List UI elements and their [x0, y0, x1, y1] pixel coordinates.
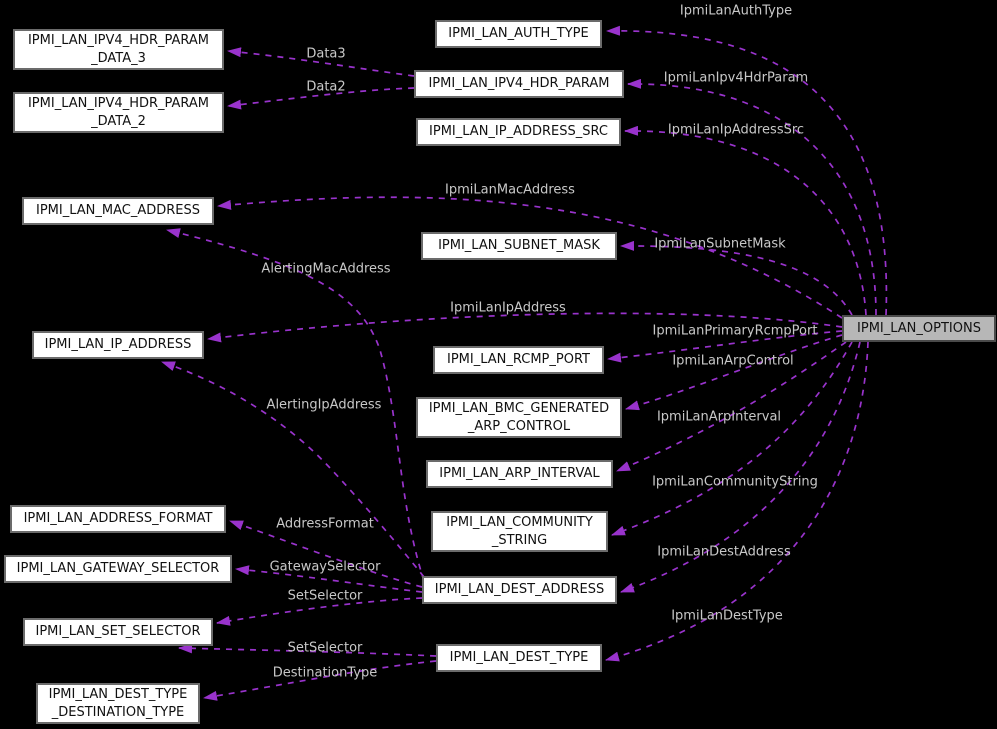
edge-IpmiLanIpv4HdrParam: [627, 78, 877, 316]
edge-label-IpmiLanAuthType: IpmiLanAuthType: [679, 3, 793, 19]
class-node-ipmi-lan-subnet-mask[interactable]: IPMI_LAN_SUBNET_MASK: [421, 232, 617, 260]
class-node-ipmi-lan-dest-type-destination-type[interactable]: IPMI_LAN_DEST_TYPE _DESTINATION_TYPE: [36, 683, 200, 724]
class-node-label: IPMI_LAN_IPV4_HDR_PARAM: [27, 95, 210, 111]
class-node-ipmi-lan-bmc-generated-arp-control[interactable]: IPMI_LAN_BMC_GENERATED _ARP_CONTROL: [416, 397, 622, 438]
edge-DestinationType: [203, 660, 437, 701]
class-node-label: _DATA_3: [91, 50, 146, 66]
class-node-ipmi-lan-ip-address[interactable]: IPMI_LAN_IP_ADDRESS: [32, 331, 204, 359]
edge-IpmiLanDestType: [605, 341, 869, 662]
edge-IpmiLanSubnetMask: [620, 240, 853, 316]
edge-label-IpmiLanDestType: IpmiLanDestType: [671, 608, 783, 624]
class-node-label: IPMI_LAN_AUTH_TYPE: [448, 26, 589, 41]
edge-IpmiLanArpControl: [625, 334, 843, 411]
edge-AlertingIpAddress: [161, 361, 425, 578]
class-node-ipmi-lan-community-string[interactable]: IPMI_LAN_COMMUNITY _STRING: [431, 511, 608, 552]
edge-IpmiLanPrimaryRcmpPort: [607, 330, 843, 363]
class-node-label: _STRING: [491, 532, 548, 548]
class-node-label: IPMI_LAN_ARP_INTERVAL: [439, 466, 600, 481]
edge-IpmiLanIpAddress: [207, 312, 843, 343]
edge-IpmiLanArpInterval: [616, 341, 847, 472]
class-node-label: IPMI_LAN_DEST_TYPE: [449, 650, 589, 665]
edge-label-IpmiLanIpAddressSrc: IpmiLanIpAddressSrc: [667, 122, 805, 138]
edge-label-SetSelector: SetSelector: [287, 640, 363, 656]
class-node-ipmi-lan-dest-address[interactable]: IPMI_LAN_DEST_ADDRESS: [422, 576, 617, 604]
class-node-ipmi-lan-ipv4-hdr-param-data-3[interactable]: IPMI_LAN_IPV4_HDR_PARAM _DATA_3: [13, 29, 224, 70]
class-node-ipmi-lan-gateway-selector[interactable]: IPMI_LAN_GATEWAY_SELECTOR: [4, 555, 232, 583]
edge-SetSelector: [216, 597, 423, 626]
class-node-label: _DATA_2: [91, 113, 146, 129]
edge-AlertingMacAddress: [166, 228, 425, 582]
class-node-label: IPMI_LAN_IPV4_HDR_PARAM: [27, 32, 210, 48]
edge-IpmiLanCommunityString: [611, 341, 853, 536]
edge-label-IpmiLanMacAddress: IpmiLanMacAddress: [445, 182, 575, 198]
class-node-label: IPMI_LAN_BMC_GENERATED: [428, 400, 610, 416]
edge-label-IpmiLanPrimaryRcmpPort: IpmiLanPrimaryRcmpPort: [652, 323, 818, 339]
class-node-label: IPMI_LAN_DEST_ADDRESS: [434, 582, 605, 597]
edge-label-GatewaySelector: GatewaySelector: [269, 559, 381, 575]
edge-label-IpmiLanCommunityString: IpmiLanCommunityString: [652, 474, 818, 490]
class-node-label: _ARP_CONTROL: [467, 418, 571, 434]
class-node-label: IPMI_LAN_DEST_TYPE: [48, 686, 188, 702]
class-node-label: _DESTINATION_TYPE: [51, 704, 185, 720]
class-node-ipmi-lan-ipv4-hdr-param-data-2[interactable]: IPMI_LAN_IPV4_HDR_PARAM _DATA_2: [13, 92, 224, 133]
edge-label-IpmiLanIpAddress: IpmiLanIpAddress: [450, 300, 566, 316]
class-node-label: IPMI_LAN_IP_ADDRESS: [44, 337, 192, 352]
edge-IpmiLanIpAddressSrc: [624, 125, 867, 316]
class-node-ipmi-lan-mac-address[interactable]: IPMI_LAN_MAC_ADDRESS: [22, 197, 214, 225]
class-node-ipmi-lan-address-format[interactable]: IPMI_LAN_ADDRESS_FORMAT: [10, 505, 226, 533]
class-node-label: IPMI_LAN_MAC_ADDRESS: [35, 203, 200, 218]
edge-label-AlertingIpAddress: AlertingIpAddress: [266, 397, 382, 413]
class-node-ipmi-lan-ipv4-hdr-param[interactable]: IPMI_LAN_IPV4_HDR_PARAM: [414, 70, 624, 98]
class-node-label: IPMI_LAN_OPTIONS: [857, 320, 981, 336]
edge-label-Data3: Data3: [306, 46, 346, 62]
edge-label-SetSelector: SetSelector: [287, 588, 363, 604]
class-node-label: IPMI_LAN_IPV4_HDR_PARAM: [428, 76, 610, 91]
edge-label-IpmiLanArpControl: IpmiLanArpControl: [672, 353, 794, 369]
class-node-label: IPMI_LAN_SET_SELECTOR: [35, 624, 201, 639]
edge-label-IpmiLanDestAddress: IpmiLanDestAddress: [657, 544, 791, 560]
class-node-label: IPMI_LAN_COMMUNITY: [446, 514, 593, 530]
class-node-ipmi-lan-dest-type[interactable]: IPMI_LAN_DEST_TYPE: [436, 644, 602, 672]
edge-label-AddressFormat: AddressFormat: [276, 516, 374, 532]
class-node-label: IPMI_LAN_ADDRESS_FORMAT: [23, 511, 213, 526]
edge-label-AlertingMacAddress: AlertingMacAddress: [261, 261, 391, 277]
class-node-ipmi-lan-set-selector[interactable]: IPMI_LAN_SET_SELECTOR: [23, 618, 213, 646]
edge-IpmiLanMacAddress: [217, 196, 843, 319]
edge-IpmiLanAuthType: [606, 25, 888, 316]
class-node-ipmi-lan-rcmp-port[interactable]: IPMI_LAN_RCMP_PORT: [433, 346, 604, 374]
edge-label-IpmiLanIpv4HdrParam: IpmiLanIpv4HdrParam: [663, 70, 809, 86]
edge-GatewaySelector: [235, 565, 423, 593]
class-node-ipmi-lan-ip-address-src[interactable]: IPMI_LAN_IP_ADDRESS_SRC: [416, 118, 621, 146]
class-node-ipmi-lan-options: IPMI_LAN_OPTIONS: [842, 315, 996, 342]
edge-label-Data2: Data2: [306, 79, 346, 95]
class-node-label: IPMI_LAN_IP_ADDRESS_SRC: [429, 124, 608, 139]
class-node-label: IPMI_LAN_RCMP_PORT: [447, 352, 590, 367]
edge-label-DestinationType: DestinationType: [272, 665, 378, 681]
class-node-ipmi-lan-auth-type[interactable]: IPMI_LAN_AUTH_TYPE: [435, 20, 602, 48]
edge-label-IpmiLanArpInterval: IpmiLanArpInterval: [656, 409, 782, 425]
edge-label-IpmiLanSubnetMask: IpmiLanSubnetMask: [654, 236, 786, 252]
class-node-ipmi-lan-arp-interval[interactable]: IPMI_LAN_ARP_INTERVAL: [426, 460, 613, 488]
class-node-label: IPMI_LAN_SUBNET_MASK: [438, 238, 600, 253]
class-node-label: IPMI_LAN_GATEWAY_SELECTOR: [16, 561, 220, 576]
